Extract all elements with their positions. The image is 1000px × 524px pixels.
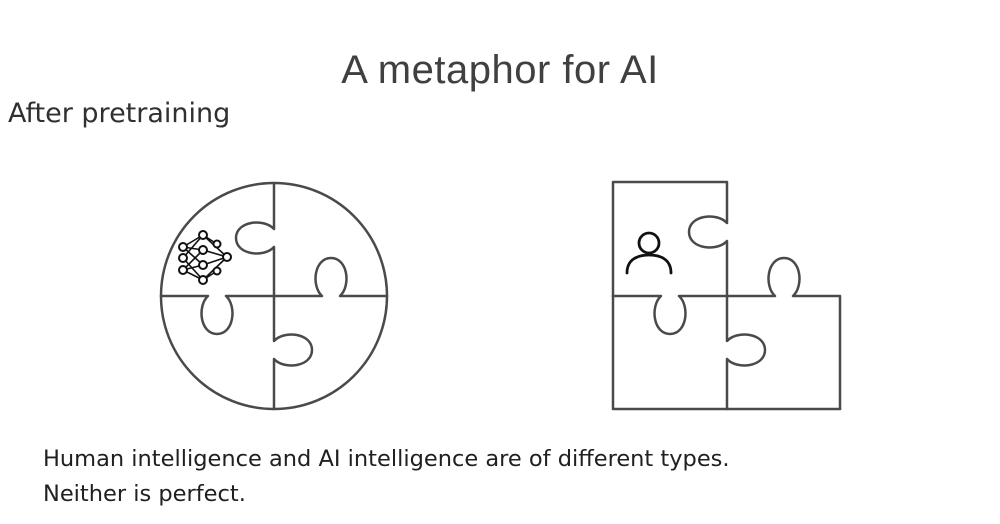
circle-puzzle-outline (159, 181, 389, 411)
slide-title: A metaphor for AI (341, 48, 659, 92)
neural-network-icon (178, 230, 232, 285)
person-icon (625, 231, 673, 275)
circle-puzzle-seam-left (159, 294, 276, 336)
square-puzzle-piece-top-left (611, 180, 729, 298)
caption-line-1: Human intelligence and AI intelligence a… (43, 446, 730, 472)
circle-puzzle-seam-bottom (272, 294, 314, 411)
circle-puzzle-seam-right (272, 256, 389, 298)
circle-puzzle-seam-top (234, 181, 276, 298)
caption-line-2: Neither is perfect. (43, 481, 246, 507)
section-label: After pretraining (8, 98, 231, 129)
square-puzzle-piece-bottom-left (611, 294, 842, 411)
square-puzzle-seam-bottom (725, 294, 767, 411)
square-puzzle-piece-top-right (725, 256, 842, 411)
square-puzzle-seam-left (611, 294, 729, 336)
